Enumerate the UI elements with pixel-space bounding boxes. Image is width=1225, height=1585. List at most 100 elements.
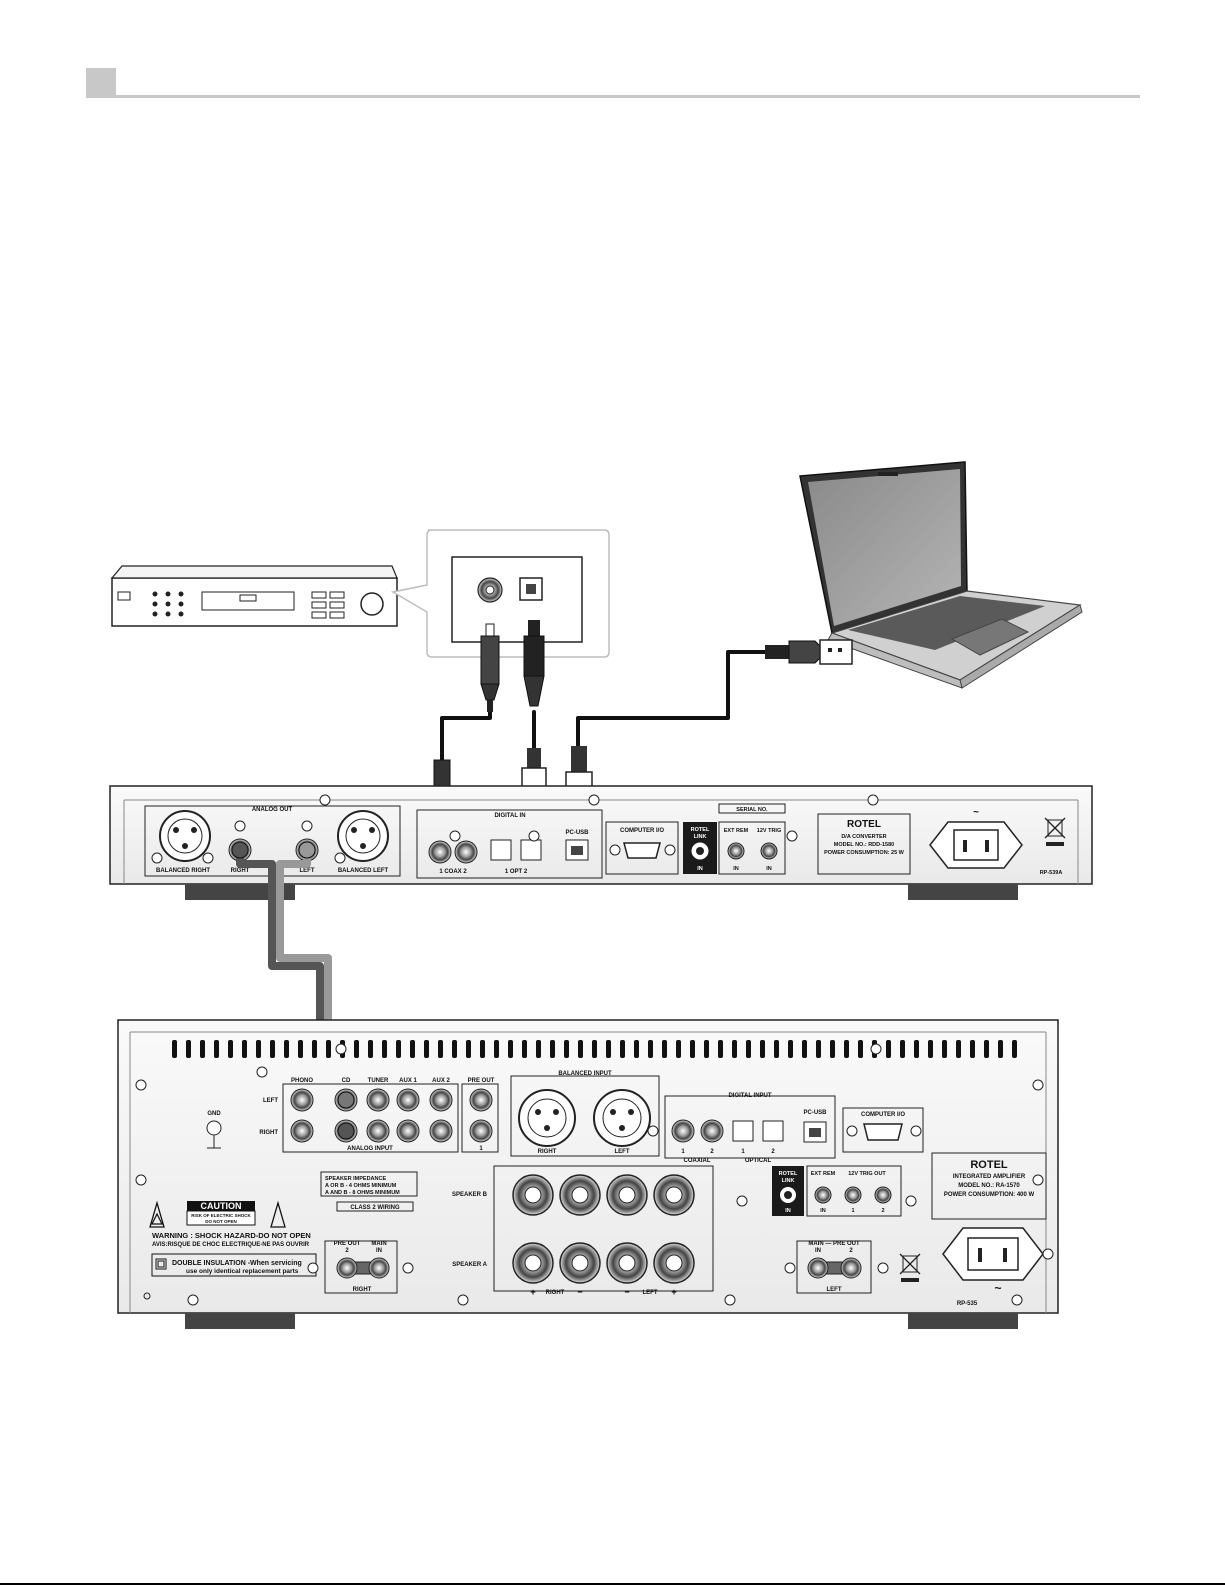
vent-slot bbox=[550, 1040, 555, 1058]
vent-slot bbox=[368, 1040, 373, 1058]
amp-opt-2: 2 bbox=[771, 1149, 775, 1155]
vent-slot bbox=[284, 1040, 289, 1058]
vent-slot bbox=[256, 1040, 261, 1058]
amp-preout-label: PRE OUT bbox=[468, 1078, 495, 1084]
analog-cable-plugs bbox=[231, 841, 355, 1140]
dac-rear-panel: ANALOG OUT BALANCED RIGHT RIGHT LEFT BAL… bbox=[109, 785, 1093, 900]
vent-slot bbox=[172, 1040, 177, 1058]
vent-slot bbox=[396, 1040, 401, 1058]
weee-bin-icon bbox=[1044, 817, 1066, 846]
amp-rear-panel: PHONO CD TUNER AUX 1 AUX 2 PRE OUT LEFT … bbox=[117, 1019, 1059, 1329]
dac-plate-line3: POWER CONSUMPTION: 25 W bbox=[824, 850, 905, 856]
vent-slot bbox=[956, 1040, 961, 1058]
amp-rotel-link-2: LINK bbox=[782, 1178, 795, 1184]
amp-pcusb-label: PC-USB bbox=[803, 1110, 827, 1116]
vent-slot bbox=[494, 1040, 499, 1058]
vent-slot bbox=[270, 1040, 275, 1058]
vent-slot bbox=[732, 1040, 737, 1058]
vent-slot bbox=[648, 1040, 653, 1058]
amp-phono-label: PHONO bbox=[291, 1078, 313, 1084]
amp-plate-line2: MODEL NO.: RA-1570 bbox=[958, 1183, 1020, 1189]
amp-speaker-impedance-label: SPEAKER IMPEDANCE bbox=[325, 1176, 386, 1182]
dac-digital-in-label: DIGITAL IN bbox=[494, 813, 525, 819]
dac-coax-label: 1 COAX 2 bbox=[439, 869, 467, 875]
dac-left-label: LEFT bbox=[300, 868, 315, 874]
amp-balanced-right-label: RIGHT bbox=[538, 1149, 557, 1155]
amp-speaker-b-label: SPEAKER B bbox=[452, 1192, 488, 1198]
dac-trig-label: 12V TRIG bbox=[757, 828, 781, 834]
amp-aux2-label: AUX 2 bbox=[432, 1078, 450, 1084]
amp-sp-right-label: RIGHT bbox=[546, 1290, 565, 1296]
vent-slot bbox=[536, 1040, 541, 1058]
amp-left-preout-2: 2 bbox=[849, 1248, 853, 1254]
vent-slot bbox=[298, 1040, 303, 1058]
vent-slot bbox=[1012, 1040, 1017, 1058]
dac-rotel-link-in-label: IN bbox=[697, 866, 703, 872]
amp-trig-1: 1 bbox=[851, 1208, 854, 1214]
vent-slot bbox=[704, 1040, 709, 1058]
amp-impedance-b: A AND B - 8 OHMS MINIMUM bbox=[325, 1190, 400, 1196]
header-rule bbox=[116, 95, 1140, 98]
vent-slot bbox=[718, 1040, 723, 1058]
amp-model-tag: RP-535 bbox=[957, 1301, 978, 1307]
vent-slot bbox=[228, 1040, 233, 1058]
amp-right-main-label: MAIN bbox=[371, 1241, 386, 1247]
vent-slot bbox=[830, 1040, 835, 1058]
vent-slot bbox=[676, 1040, 681, 1058]
vent-slot bbox=[620, 1040, 625, 1058]
vent-slot bbox=[564, 1040, 569, 1058]
dac-opt-label: 1 OPT 2 bbox=[505, 869, 528, 875]
vent-slot bbox=[746, 1040, 751, 1058]
vent-slot bbox=[410, 1040, 415, 1058]
amp-rotel-link-1: ROTEL bbox=[779, 1171, 798, 1177]
vent-slot bbox=[522, 1040, 527, 1058]
amp-plate-line1: INTEGRATED AMPLIFIER bbox=[953, 1174, 1026, 1180]
amp-balanced-left-label: LEFT bbox=[615, 1149, 630, 1155]
vent-slot bbox=[424, 1040, 429, 1058]
amp-coax-2: 2 bbox=[710, 1149, 714, 1155]
amp-sp-minus-right: − bbox=[577, 1287, 582, 1297]
vent-slot bbox=[214, 1040, 219, 1058]
vent-slot bbox=[452, 1040, 457, 1058]
vent-slot bbox=[802, 1040, 807, 1058]
coax-plug-top bbox=[480, 623, 500, 712]
amp-preout-1-label: 1 bbox=[479, 1146, 483, 1152]
amp-sp-plus-right: + bbox=[530, 1287, 535, 1297]
amp-sp-minus-left: − bbox=[624, 1287, 629, 1297]
vent-slot bbox=[200, 1040, 205, 1058]
amp-right-bottom-label: RIGHT bbox=[353, 1287, 372, 1293]
double-insulation-1: DOUBLE INSULATION -When servicing bbox=[172, 1260, 302, 1267]
vent-slot bbox=[662, 1040, 667, 1058]
vent-slot bbox=[886, 1040, 891, 1058]
amp-trig-out-label: 12V TRIG OUT bbox=[848, 1171, 886, 1177]
header-marker bbox=[86, 68, 116, 98]
vent-slot bbox=[998, 1040, 1003, 1058]
vent-slot bbox=[900, 1040, 905, 1058]
vent-slot bbox=[760, 1040, 765, 1058]
amp-computer-io-label: COMPUTER I/O bbox=[861, 1112, 905, 1118]
dac-trig-in-label: IN bbox=[766, 866, 772, 872]
vent-slot bbox=[984, 1040, 989, 1058]
amp-tuner-label: TUNER bbox=[368, 1078, 389, 1084]
amp-impedance-a: A OR B - 4 OHMS MINIMUM bbox=[325, 1183, 397, 1189]
amp-ext-rem-label: EXT REM bbox=[811, 1171, 836, 1177]
laptop-illustration bbox=[799, 461, 1083, 689]
vent-slot bbox=[634, 1040, 639, 1058]
cd-output-callout bbox=[390, 529, 610, 658]
caution-sub1: RISK OF ELECTRIC SHOCK bbox=[191, 1213, 251, 1218]
vent-slot bbox=[354, 1040, 359, 1058]
amp-brand: ROTEL bbox=[970, 1159, 1008, 1171]
amp-left-main-in: IN bbox=[815, 1248, 821, 1254]
double-insulation-2: use only identical replacement parts bbox=[186, 1268, 299, 1275]
vent-slot bbox=[312, 1040, 317, 1058]
dac-computer-io-label: COMPUTER I/O bbox=[620, 828, 664, 834]
vent-slot bbox=[578, 1040, 583, 1058]
digital-cables bbox=[440, 650, 772, 762]
amp-weee-bin-icon bbox=[899, 1253, 921, 1282]
amp-optical-label: OPTICAL bbox=[745, 1158, 772, 1164]
vent-slot bbox=[438, 1040, 443, 1058]
vent-slot bbox=[606, 1040, 611, 1058]
dac-ext-rem-in-label: IN bbox=[733, 866, 739, 872]
optical-plug-top bbox=[523, 620, 545, 707]
